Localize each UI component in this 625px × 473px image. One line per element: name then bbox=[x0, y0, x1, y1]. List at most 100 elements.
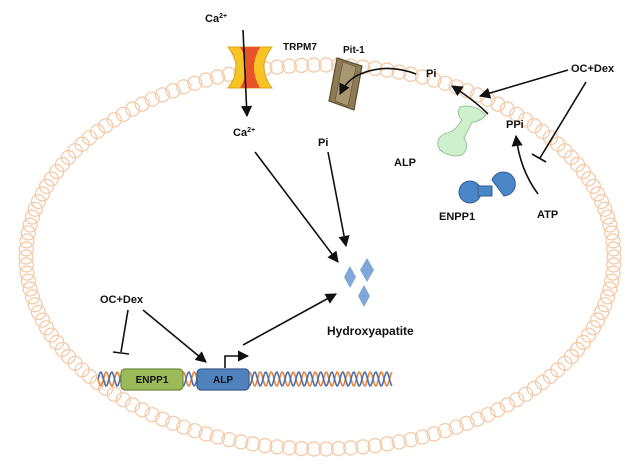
hydroxyapatite-label: Hydroxyapatite bbox=[327, 324, 414, 338]
oc-dex-inhibit-bar bbox=[531, 153, 547, 163]
membrane-bead bbox=[209, 69, 226, 85]
membrane-bead bbox=[426, 72, 442, 88]
oc-dex-inside-label: OC+Dex bbox=[100, 294, 144, 306]
membrane-bead bbox=[606, 241, 622, 257]
membrane-bead bbox=[604, 225, 620, 241]
membrane-bead bbox=[293, 441, 310, 457]
membrane-bead bbox=[318, 441, 334, 457]
membrane-bead bbox=[98, 117, 114, 134]
pit1-transporter-icon bbox=[328, 57, 363, 111]
ca-to-hydroxyapatite-arrow bbox=[254, 151, 339, 263]
membrane-bead bbox=[593, 193, 610, 210]
membrane-bead bbox=[437, 75, 453, 91]
oc-dex-outside-label: OC+Dex bbox=[571, 63, 615, 75]
membrane-bead bbox=[499, 101, 515, 117]
membrane-bead bbox=[144, 407, 160, 423]
gene-alp-box: ALP bbox=[196, 368, 250, 391]
membrane-bead bbox=[597, 201, 613, 217]
transcription-start-arrow bbox=[224, 350, 250, 368]
membrane-bead bbox=[209, 429, 226, 445]
membrane-bead bbox=[593, 304, 610, 321]
membrane-bead bbox=[526, 117, 542, 134]
ppi-label: PPi bbox=[506, 119, 524, 131]
membrane-bead bbox=[606, 257, 622, 273]
membrane-bead bbox=[379, 62, 395, 78]
gene-enpp1-box: ENPP1 bbox=[120, 368, 184, 391]
membrane-bead bbox=[19, 233, 35, 249]
membrane-bead bbox=[115, 392, 131, 408]
oc-dex-inhibit-enpp1-gene-bar bbox=[112, 351, 130, 355]
membrane-bead bbox=[355, 439, 371, 455]
membrane-bead bbox=[38, 178, 55, 194]
membrane-bead bbox=[599, 289, 616, 305]
membrane-bead bbox=[269, 439, 285, 455]
ca-influx-arrow bbox=[240, 29, 253, 118]
membrane-bead bbox=[30, 193, 47, 210]
alp-to-hydroxyapatite-arrow bbox=[242, 293, 337, 346]
membrane-bead bbox=[176, 79, 192, 95]
membrane-bead bbox=[134, 96, 150, 112]
membrane-bead bbox=[187, 423, 203, 439]
membrane-bead bbox=[604, 273, 620, 289]
membrane-bead bbox=[22, 281, 38, 297]
membrane-bead bbox=[585, 320, 602, 336]
membrane-bead bbox=[448, 419, 464, 435]
membrane-bead bbox=[34, 186, 51, 202]
membrane-bead bbox=[306, 57, 322, 73]
membrane-bead bbox=[414, 69, 431, 85]
membrane-bead bbox=[391, 434, 407, 450]
membrane-bead bbox=[233, 434, 249, 450]
membrane-bead bbox=[343, 440, 359, 456]
membrane-bead bbox=[602, 281, 618, 297]
membrane-bead bbox=[269, 59, 285, 75]
membrane-bead bbox=[125, 397, 141, 413]
membrane-bead bbox=[34, 312, 51, 328]
membrane-bead bbox=[599, 209, 616, 225]
membrane-bead bbox=[134, 402, 150, 418]
membrane-bead bbox=[534, 374, 551, 391]
membrane-bead bbox=[18, 241, 34, 257]
membrane-bead bbox=[187, 75, 203, 91]
membrane-bead bbox=[480, 407, 496, 423]
membrane-bead bbox=[22, 217, 38, 233]
pit1-label: Pit-1 bbox=[343, 45, 365, 56]
membrane-bead bbox=[589, 186, 606, 202]
membrane-bead bbox=[403, 66, 419, 83]
ppi-to-pi-arrow bbox=[451, 85, 489, 115]
membrane-bead bbox=[221, 432, 237, 448]
atp-to-ppi-arrow bbox=[511, 134, 539, 195]
membrane-bead bbox=[437, 423, 453, 439]
membrane-bead bbox=[605, 233, 621, 249]
trpm7-label: TRPM7 bbox=[283, 42, 317, 53]
membrane-bead bbox=[330, 441, 347, 457]
pi-to-hydroxyapatite-arrow bbox=[327, 151, 350, 248]
membrane-bead bbox=[318, 57, 334, 73]
alp-protein-label: ALP bbox=[394, 157, 416, 169]
ca-inside-label: Ca2+ bbox=[233, 127, 255, 139]
pi-outside-label: Pi bbox=[426, 68, 436, 80]
membrane-bead bbox=[198, 72, 214, 88]
membrane-bead bbox=[27, 201, 43, 217]
atp-label: ATP bbox=[537, 209, 558, 221]
oc-dex-to-alp-gene-arrow bbox=[142, 309, 207, 363]
membrane-bead bbox=[426, 426, 442, 442]
oc-dex-inhibit-enpp1-line bbox=[539, 81, 587, 159]
cell-membrane bbox=[18, 57, 622, 457]
pi-uptake-arrow bbox=[339, 67, 417, 96]
membrane-bead bbox=[81, 130, 98, 146]
membrane-bead bbox=[24, 209, 41, 225]
membrane-bead bbox=[19, 265, 35, 281]
oc-dex-to-pi-arrow bbox=[478, 69, 569, 99]
membrane-bead bbox=[534, 123, 551, 140]
membrane-bead bbox=[602, 217, 618, 233]
membrane-bead bbox=[499, 397, 515, 413]
ca-outside-label: Ca2+ bbox=[205, 13, 227, 25]
membrane-bead bbox=[43, 327, 60, 343]
membrane-bead bbox=[597, 297, 613, 313]
enpp1-protein-icon bbox=[458, 171, 516, 204]
membrane-bead bbox=[459, 415, 475, 431]
membrane-bead bbox=[165, 415, 181, 431]
membrane-bead bbox=[30, 304, 47, 321]
membrane-bead bbox=[98, 380, 114, 396]
